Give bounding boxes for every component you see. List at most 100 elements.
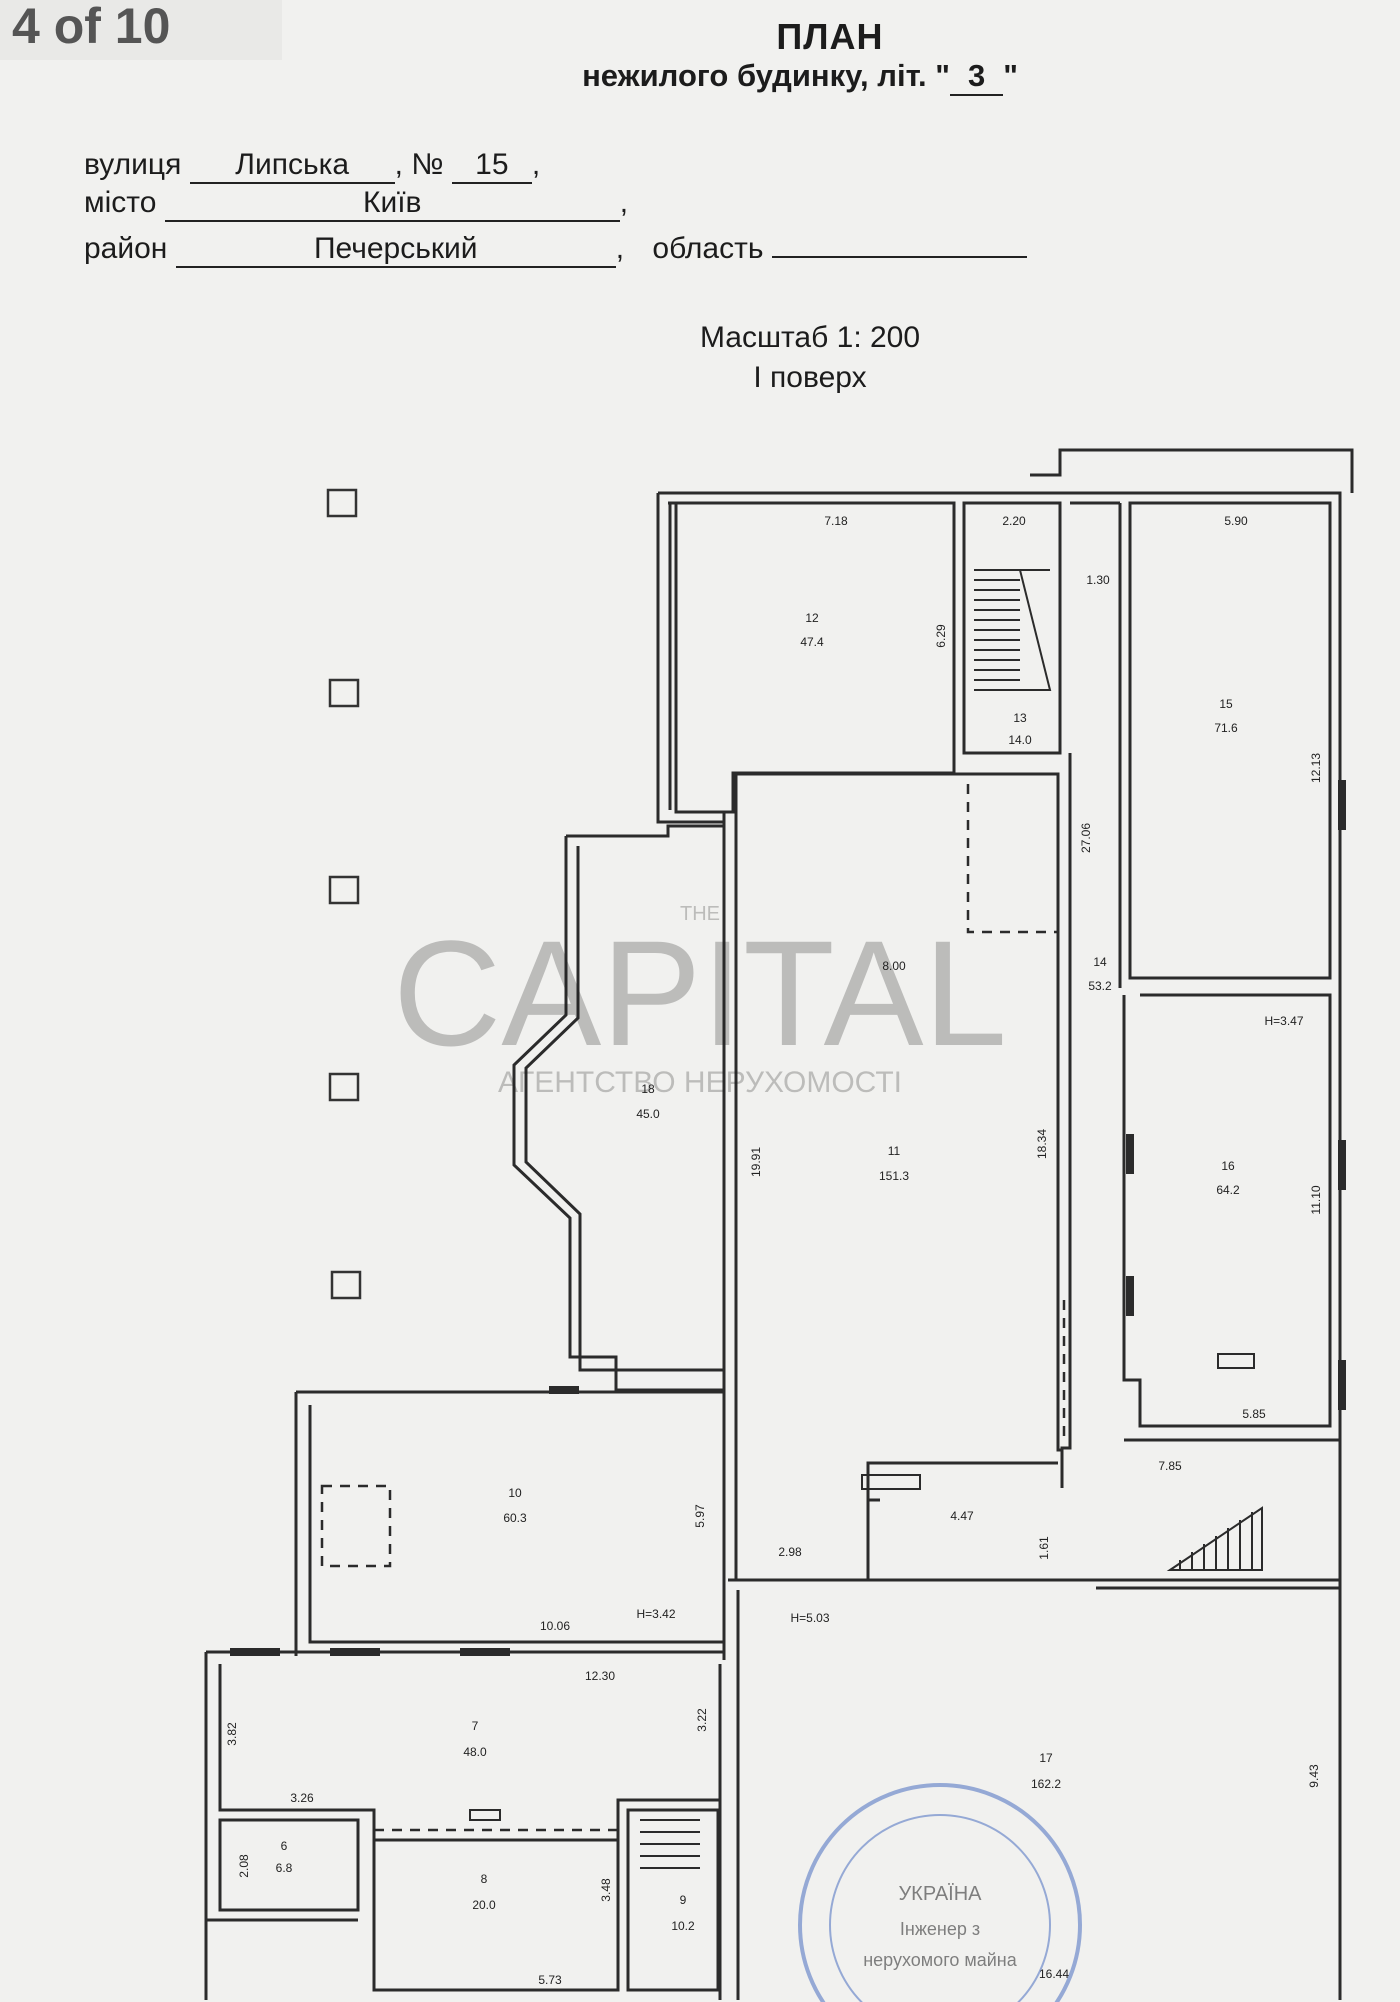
marker-square bbox=[328, 875, 360, 905]
room-number: 11 bbox=[888, 1144, 901, 1158]
room-area: 71.6 bbox=[1214, 721, 1238, 735]
dashed-lines bbox=[320, 784, 1066, 1832]
room-area: 48.0 bbox=[463, 1745, 487, 1759]
dimension-label: 5.85 bbox=[1242, 1407, 1266, 1421]
stamp-line1: УКРАЇНА bbox=[898, 1883, 982, 1905]
walls bbox=[204, 448, 1354, 2000]
room-area: 6.8 bbox=[276, 1861, 293, 1875]
street-value: Липська bbox=[189, 148, 395, 184]
windows bbox=[230, 780, 1346, 1821]
room-area: 53.2 bbox=[1088, 979, 1112, 993]
room-area: 162.2 bbox=[1031, 1777, 1061, 1791]
dimension-label: 11.10 bbox=[1309, 1185, 1323, 1214]
region-label: область bbox=[652, 232, 764, 265]
dimension-label: 27.06 bbox=[1079, 823, 1093, 853]
stamp: УКРАЇНА Інженер з нерухомого майна bbox=[798, 1783, 1082, 2002]
dimension-label: 2.20 bbox=[1002, 514, 1026, 528]
room-number: 15 bbox=[1219, 697, 1233, 711]
outer-wall bbox=[658, 491, 1342, 1590]
room-number: 17 bbox=[1039, 1751, 1053, 1765]
watermark: THE CAPITAL АГЕНТСТВО НЕРУХОМОСТІ bbox=[393, 903, 1007, 1099]
marker-square bbox=[328, 678, 360, 708]
scale-text: Масштаб 1: 200 bbox=[699, 321, 921, 354]
room-number: 9 bbox=[680, 1893, 687, 1907]
dimension-label: H=3.47 bbox=[1264, 1014, 1303, 1028]
subtitle-prefix: нежилого будинку, літ. " bbox=[582, 58, 950, 93]
dimension-label: 3.22 bbox=[695, 1708, 709, 1732]
district-value: Печерський bbox=[175, 232, 616, 268]
dimension-label: 12.30 bbox=[585, 1669, 615, 1683]
dimension-label: 5.97 bbox=[693, 1504, 707, 1528]
room-number: 18 bbox=[641, 1082, 655, 1096]
room-area: 10.2 bbox=[671, 1919, 695, 1933]
floor-text: І поверх bbox=[753, 361, 867, 394]
city-value: Київ bbox=[164, 186, 620, 222]
street-label: вулиця bbox=[84, 148, 182, 181]
room-labels: 12 47.4 13 14.0 15 71.6 14 53.2 18 45.0 … bbox=[276, 611, 1240, 1933]
dimension-label: 5.73 bbox=[538, 1973, 562, 1987]
dimension-label: 2.08 bbox=[237, 1854, 251, 1878]
room-area: 60.3 bbox=[503, 1511, 527, 1525]
region-value bbox=[771, 256, 1027, 258]
stairs bbox=[640, 569, 1263, 1869]
dimension-label: 3.82 bbox=[225, 1722, 239, 1746]
dimension-label: 5.90 bbox=[1224, 514, 1248, 528]
subtitle-suffix: " bbox=[1003, 58, 1018, 93]
litera-value: 3 bbox=[949, 58, 1004, 96]
dimension-label: 10.06 bbox=[540, 1619, 570, 1633]
dimension-label: 8.00 bbox=[882, 959, 906, 973]
district-line: район Печерський, область bbox=[84, 232, 1027, 268]
dimension-label: 12.13 bbox=[1309, 753, 1323, 783]
marker-squares bbox=[326, 488, 362, 1300]
room-number: 16 bbox=[1221, 1159, 1235, 1173]
city-line: місто Київ, bbox=[84, 186, 628, 222]
scale-block: Масштаб 1: 200 І поверх bbox=[600, 318, 1020, 398]
dimension-labels: 7.18 2.20 5.90 1.30 6.29 12.13 27.06 8.0… bbox=[225, 514, 1323, 1987]
plan-title: ПЛАН bbox=[776, 16, 884, 57]
plan-subtitle: нежилого будинку, літ. "3" bbox=[480, 58, 1120, 96]
dimension-label: 3.26 bbox=[290, 1791, 314, 1805]
room-number: 8 bbox=[481, 1872, 488, 1886]
dimension-label: 1.30 bbox=[1086, 573, 1110, 587]
room-number: 6 bbox=[281, 1839, 288, 1853]
dimension-label: 6.29 bbox=[934, 624, 948, 648]
room-area: 64.2 bbox=[1216, 1183, 1240, 1197]
dimension-label: 19.91 bbox=[749, 1147, 763, 1177]
stamp-line3: нерухомого майна bbox=[863, 1950, 1018, 1970]
watermark-line2: CAPITAL bbox=[393, 909, 1007, 1077]
room-number: 14 bbox=[1093, 955, 1107, 969]
room-area: 151.3 bbox=[879, 1169, 909, 1183]
room-area: 47.4 bbox=[800, 635, 824, 649]
dimension-label: 3.48 bbox=[599, 1878, 613, 1902]
dimension-label: H=5.03 bbox=[790, 1611, 829, 1625]
marker-square bbox=[330, 1270, 362, 1300]
dimension-label: 4.47 bbox=[950, 1509, 974, 1523]
dimension-label: 18.34 bbox=[1035, 1129, 1049, 1159]
watermark-line1: THE bbox=[680, 903, 720, 925]
stamp-line2: Інженер з bbox=[900, 1919, 980, 1939]
room-number: 13 bbox=[1013, 711, 1027, 725]
room-area: 14.0 bbox=[1008, 733, 1032, 747]
page-counter: 4 of 10 bbox=[0, 0, 282, 60]
dimension-label: 2.98 bbox=[778, 1545, 802, 1559]
watermark-line3: АГЕНТСТВО НЕРУХОМОСТІ bbox=[498, 1066, 902, 1099]
street-line: вулиця Липська, № 15, bbox=[84, 148, 540, 184]
room-area: 20.0 bbox=[472, 1898, 496, 1912]
room-number: 10 bbox=[508, 1486, 522, 1500]
dimension-label: 7.18 bbox=[824, 514, 848, 528]
dimension-label: 16.44 bbox=[1039, 1967, 1069, 1981]
room-number: 12 bbox=[805, 611, 819, 625]
number-label: № bbox=[411, 148, 444, 181]
room-number: 7 bbox=[472, 1719, 479, 1733]
marker-square bbox=[328, 1072, 360, 1102]
number-value: 15 bbox=[451, 148, 532, 184]
dimension-label: 1.61 bbox=[1037, 1536, 1051, 1560]
dimension-label: 7.85 bbox=[1158, 1459, 1182, 1473]
marker-square bbox=[326, 488, 358, 518]
dimension-label: 9.43 bbox=[1307, 1764, 1321, 1788]
district-label: район bbox=[84, 232, 168, 265]
dimension-label: H=3.42 bbox=[636, 1607, 675, 1621]
city-label: місто bbox=[84, 186, 157, 219]
room-area: 45.0 bbox=[636, 1107, 660, 1121]
